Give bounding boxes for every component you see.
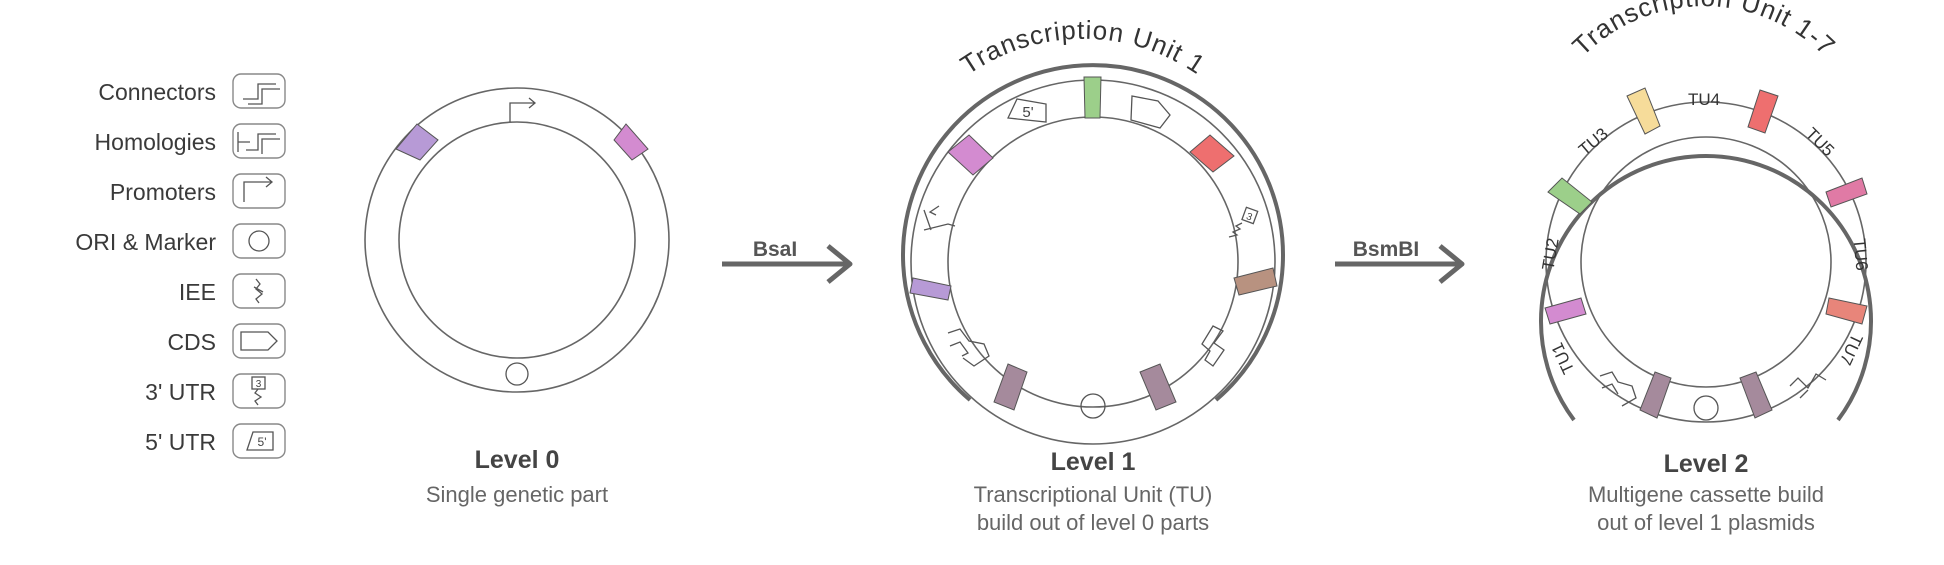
level-description: Transcriptional Unit (TU) — [974, 482, 1213, 507]
connector-icon — [1201, 325, 1225, 367]
overhang-green — [1083, 76, 1102, 119]
legend-item-5utr: 5' UTR 5' — [145, 423, 286, 459]
level-title: Level 0 — [475, 446, 560, 474]
legend-item-ori-marker: ORI & Marker — [75, 223, 286, 259]
level0-outer-ring — [364, 87, 670, 393]
promoter-icon — [509, 97, 537, 122]
utr3-icon — [232, 373, 286, 409]
level2-inner-ring — [1580, 136, 1832, 388]
homology-icon — [1789, 373, 1827, 399]
overhang-pink — [1825, 177, 1868, 208]
utr5-icon-text: 5' — [258, 435, 267, 449]
legend-label: IEE — [179, 279, 216, 305]
utr5-icon — [1007, 98, 1047, 123]
level2-plasmid: Transcription Unit 1-7 TU1 TU2 TU3 TU4 T… — [1538, 0, 1873, 535]
arrow-bsmbi: BsmBI — [1335, 238, 1465, 284]
legend-label: Promoters — [110, 179, 216, 205]
ori-marker-icon — [232, 223, 286, 259]
legend-item-connectors: Connectors — [98, 73, 286, 109]
overhang-mauve-right — [1739, 371, 1773, 419]
level0-overhang-left — [395, 123, 439, 161]
legend-item-3utr: 3' UTR 3 — [145, 373, 286, 409]
legend: Connectors Homologies Promoters ORI & Ma… — [75, 73, 286, 459]
transcription-unit-arc — [901, 63, 1285, 402]
overhang-magenta — [1544, 297, 1587, 325]
overhang-mauve-left — [993, 363, 1028, 411]
level-description: Single genetic part — [426, 482, 608, 507]
level0-overhang-right — [613, 123, 649, 161]
homology-icon — [1599, 371, 1637, 407]
overhang-mauve-left — [1639, 371, 1672, 419]
level0-inner-ring — [398, 121, 636, 359]
level2-outer-ring — [1545, 101, 1867, 423]
overhang-salmon — [1825, 297, 1868, 325]
arrow-head-icon — [1438, 244, 1465, 284]
overhang-red — [1747, 89, 1779, 134]
utr3-icon-text: 3 — [256, 379, 262, 390]
level-title: Level 2 — [1664, 450, 1749, 478]
utr3-glyph-text: 3 — [1245, 211, 1254, 223]
tu-label: TU1 — [1548, 340, 1579, 377]
overhang-red — [1189, 134, 1235, 173]
overhang-purple — [909, 277, 952, 301]
legend-label: ORI & Marker — [75, 229, 216, 255]
overhang-magenta — [947, 134, 994, 176]
tu-label: TU3 — [1575, 124, 1612, 159]
connector-icon — [232, 73, 286, 109]
transcription-unit-arc — [1539, 154, 1873, 422]
transcription-unit-arc-label: Transcription Unit 1 — [955, 15, 1211, 80]
level1-plasmid: Transcription Unit 1 5' 3 Level 1 Transc… — [901, 15, 1285, 535]
legend-item-iee: IEE — [179, 273, 286, 309]
cds-icon — [1130, 95, 1171, 129]
legend-label: CDS — [167, 329, 216, 355]
overhang-brown — [1233, 267, 1278, 296]
tu-label: TU6 — [1850, 238, 1872, 272]
homology-icon — [232, 123, 286, 159]
transcription-unit-arc-label: Transcription Unit 1-7 — [1566, 0, 1841, 61]
legend-item-cds: CDS — [167, 323, 286, 359]
legend-label: Homologies — [95, 129, 216, 155]
arc-label-text: Transcription Unit 1 — [955, 15, 1210, 80]
enzyme-label: BsaI — [753, 238, 797, 261]
level-description: build out of level 0 parts — [977, 510, 1209, 535]
overhang-yellow — [1626, 87, 1661, 135]
legend-item-promoters: Promoters — [110, 173, 286, 209]
legend-label: Connectors — [98, 79, 216, 105]
level-description: Multigene cassette build — [1588, 482, 1824, 507]
legend-label: 5' UTR — [145, 429, 216, 455]
homology-icon — [947, 328, 990, 367]
level-title: Level 1 — [1051, 448, 1136, 476]
overhang-green — [1547, 177, 1593, 215]
ori-marker-icon — [505, 362, 529, 386]
level-description: out of level 1 plasmids — [1597, 510, 1815, 535]
promoter-icon — [923, 205, 956, 231]
tu-label: TU2 — [1538, 237, 1562, 272]
legend-label: 3' UTR — [145, 379, 216, 405]
utr3-icon — [1241, 206, 1259, 225]
tu-label: TU5 — [1802, 124, 1838, 160]
arrow-bsai: BsaI — [722, 238, 853, 284]
arrow-head-icon — [826, 244, 853, 284]
utr5-glyph-text: 5' — [1022, 104, 1033, 121]
level1-outer-ring — [910, 79, 1276, 445]
level1-inner-ring — [947, 116, 1239, 408]
tu-label: TU4 — [1688, 90, 1720, 109]
promoter-icon — [232, 173, 286, 209]
legend-item-homologies: Homologies — [95, 123, 286, 159]
ori-marker-icon — [1080, 393, 1106, 419]
overhang-mauve-right — [1139, 363, 1177, 411]
ori-marker-icon — [1693, 395, 1719, 421]
enzyme-label: BsmBI — [1353, 238, 1420, 261]
level0-plasmid: Level 0 Single genetic part — [364, 87, 670, 507]
arc-label-text: Transcription Unit 1-7 — [1566, 0, 1840, 61]
